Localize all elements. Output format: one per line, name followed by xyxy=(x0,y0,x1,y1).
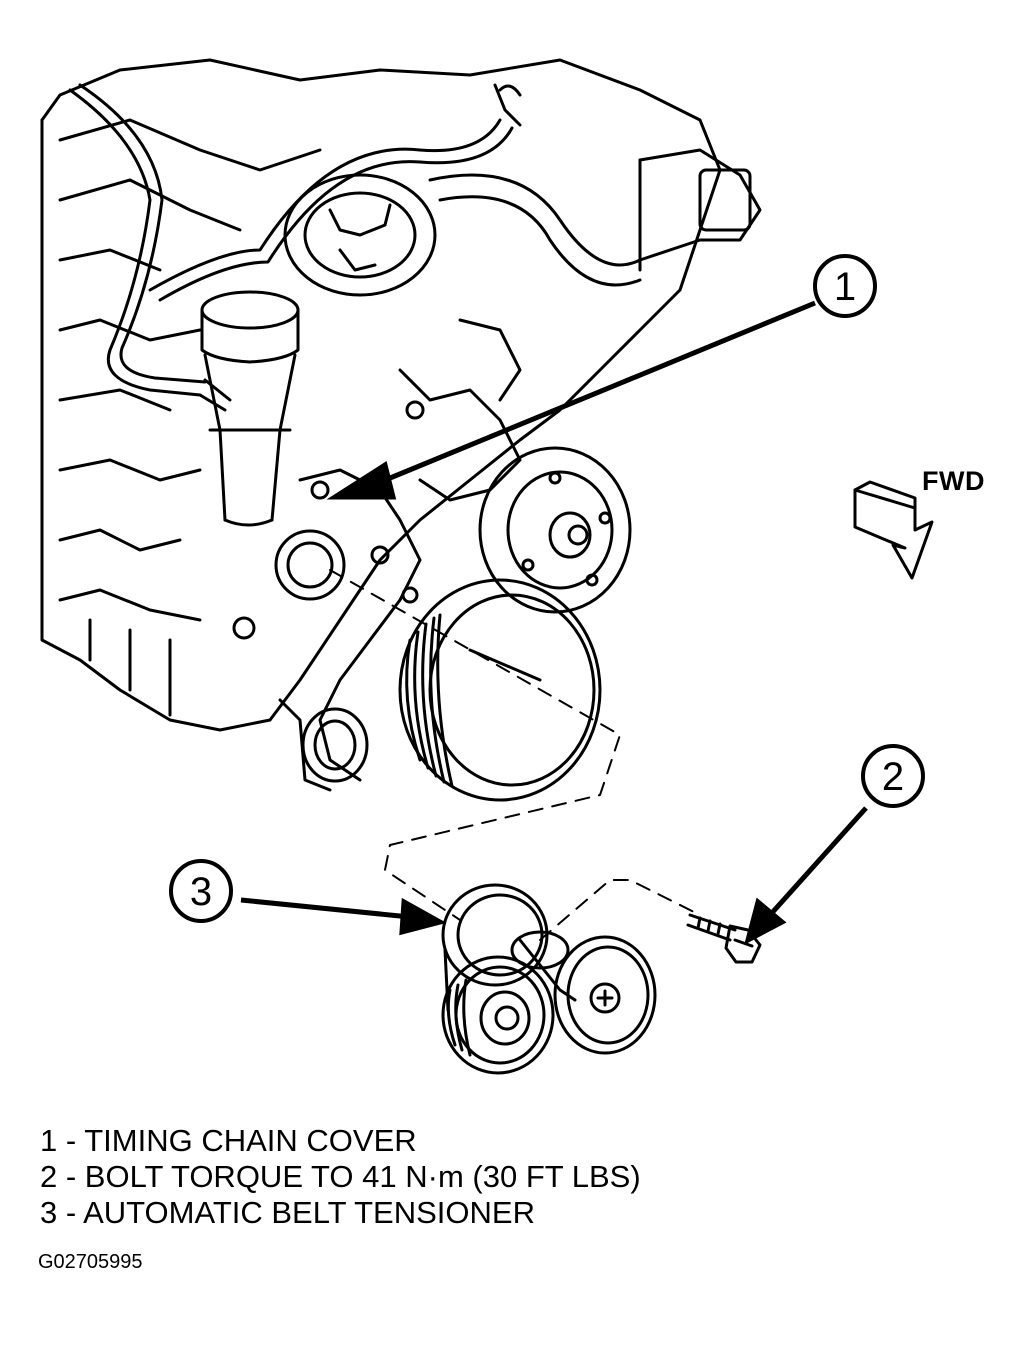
arrowhead-1 xyxy=(326,461,397,500)
legend: 1 - TIMING CHAIN COVER 2 - BOLT TORQUE T… xyxy=(40,1123,641,1231)
fuel-lines xyxy=(68,83,522,412)
arrowhead-3 xyxy=(399,897,447,936)
water-pump-pulley xyxy=(478,446,632,614)
oil-fill-tube xyxy=(200,290,300,527)
callout-leaders xyxy=(240,300,868,945)
figure-id: G02705995 xyxy=(38,1251,143,1273)
legend-item-3: 3 - AUTOMATIC BELT TENSIONER xyxy=(40,1195,535,1230)
forward-arrow-icon xyxy=(853,480,934,580)
callout-3: 3 xyxy=(169,859,233,923)
callout-2: 2 xyxy=(861,744,925,808)
legend-item-1: 1 - TIMING CHAIN COVER xyxy=(40,1123,417,1158)
thermostat-housing xyxy=(278,698,369,792)
intake-housing xyxy=(283,148,762,297)
engine-block xyxy=(40,58,722,732)
crankshaft-pulley xyxy=(398,578,602,802)
tensioner-bolt xyxy=(686,913,762,964)
fwd-label: FWD xyxy=(922,466,985,496)
arrowhead-2 xyxy=(744,897,787,945)
automatic-belt-tensioner xyxy=(441,883,657,1075)
leader-3 xyxy=(240,897,411,920)
callout-2-number: 2 xyxy=(882,755,904,799)
legend-item-2: 2 - BOLT TORQUE TO 41 N·m (30 FT LBS) xyxy=(40,1159,641,1194)
alignment-lines xyxy=(329,569,701,941)
leader-2 xyxy=(760,806,868,926)
callout-3-number: 3 xyxy=(190,870,212,914)
callout-1-number: 1 xyxy=(834,265,856,309)
engine-front-diagram: 1 2 3 xyxy=(40,58,934,1075)
callout-1: 1 xyxy=(813,254,877,318)
leader-1 xyxy=(377,300,816,486)
